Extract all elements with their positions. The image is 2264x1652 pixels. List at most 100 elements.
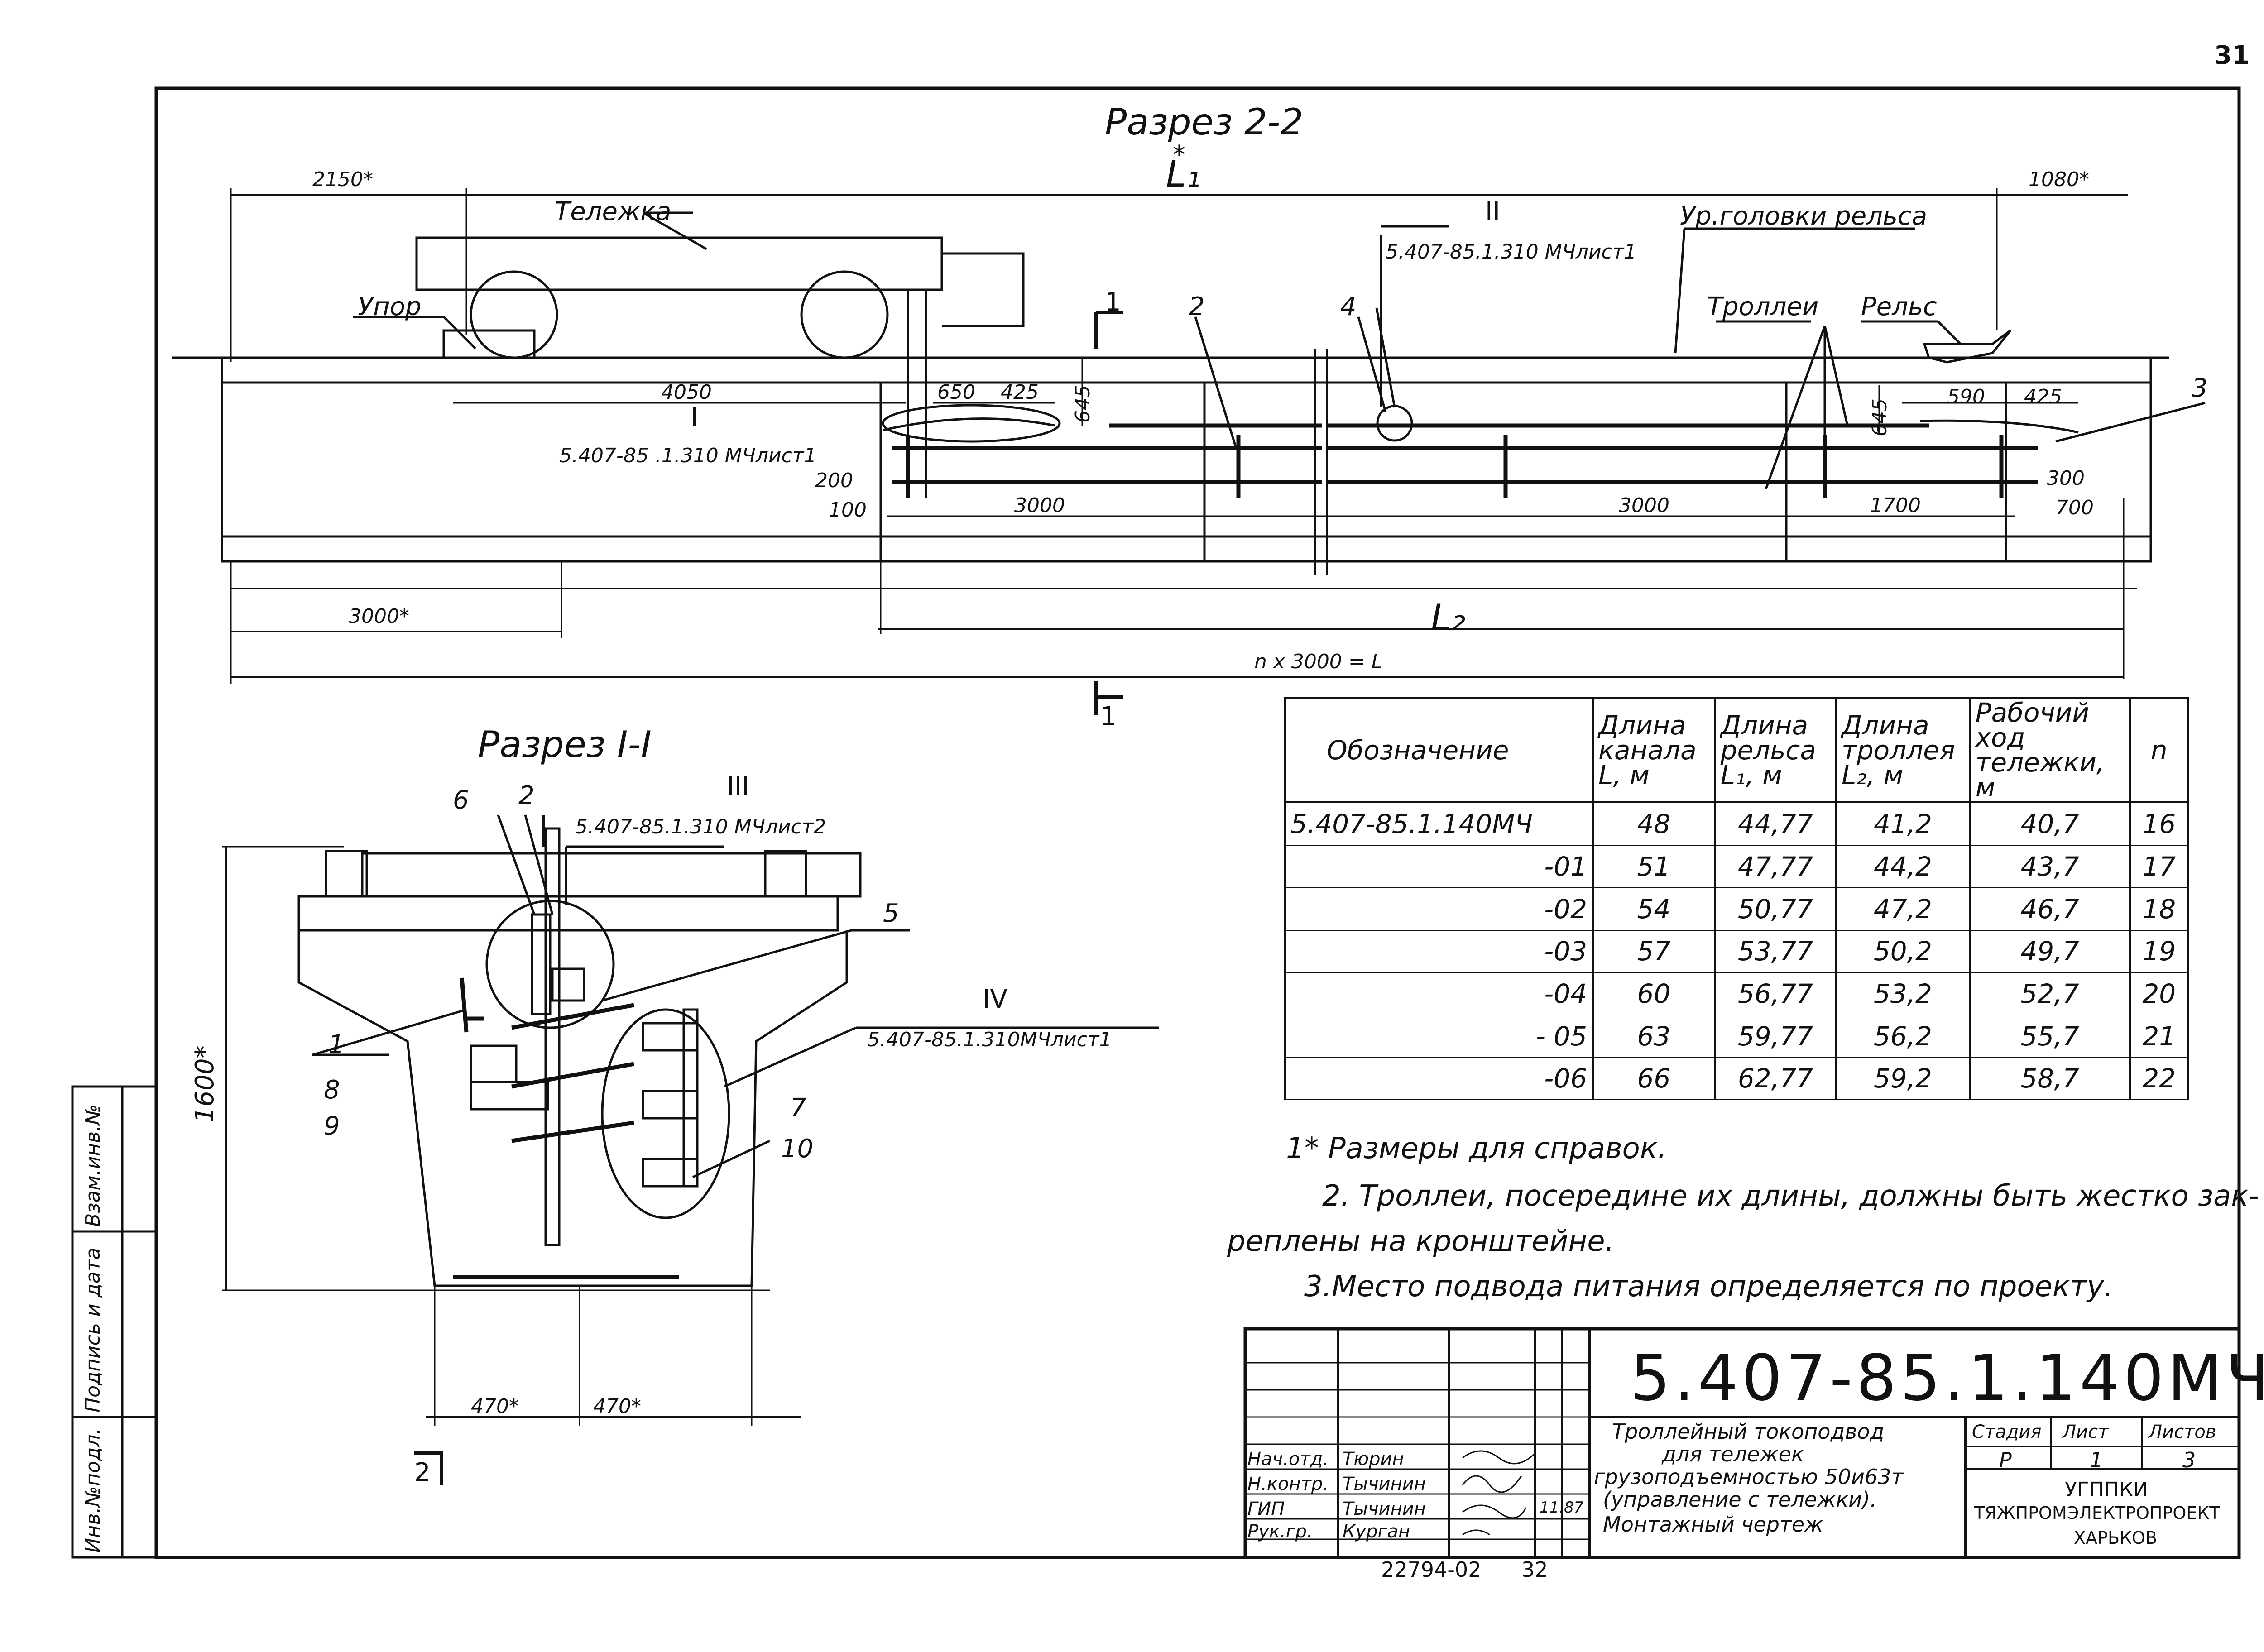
sheet-frame [154, 86, 2241, 1559]
dim-3000a: 3000 [1014, 494, 1065, 517]
dim-645b: 645 [1868, 398, 1891, 436]
cell-channel: 60 [1592, 972, 1716, 1015]
note-2: 2. Троллеи, посередине их длины, должны … [1322, 1179, 2259, 1213]
title-line-3: грузоподъемностью 50и63т [1594, 1465, 1904, 1489]
dim-425b: 425 [2024, 385, 2062, 408]
trolley-wheel-right [800, 270, 889, 359]
name-4: Курган [1343, 1521, 1410, 1542]
table-row: 5.407-85.1.140МЧ 48 44,77 41,2 40,7 16 [1284, 801, 2189, 846]
dim-100: 100 [829, 498, 867, 522]
name-3: Тычинин [1343, 1499, 1426, 1519]
th-rail-length: Длина рельса L₁, м [1713, 697, 1837, 804]
side-strip [71, 1085, 158, 1559]
table-row: -03 57 53,77 50,2 49,7 19 [1284, 929, 2189, 973]
ref-iv-num: IV [983, 985, 1007, 1014]
side-sign-label: Подпись и дата [82, 1247, 105, 1413]
table-row: -04 60 56,77 53,2 52,7 20 [1284, 972, 2189, 1015]
drawing-code: 5.407-85.1.140МЧ [1630, 1341, 2264, 1415]
title-line-1: Троллейный токоподвод [1612, 1419, 1885, 1444]
label-rail: Рельс [1861, 292, 1937, 321]
ref-ii: 5.407-85.1.310 МЧлист1 [1386, 240, 1637, 263]
cell-trolley: 44,2 [1835, 845, 1971, 888]
cell-trolley: 41,2 [1835, 801, 1971, 846]
cell-n: 20 [2129, 972, 2189, 1015]
role-1: Нач.отд. [1247, 1449, 1329, 1470]
pos-10: 10 [781, 1134, 814, 1164]
dim-left-bottom: 3000* [349, 605, 409, 628]
cell-rail: 62,77 [1713, 1057, 1837, 1100]
role-2: Н.контр. [1247, 1474, 1329, 1494]
cell-designation: - 05 [1284, 1014, 1594, 1058]
trolley-wheel-left [470, 270, 558, 359]
role-4: Рук.гр. [1247, 1521, 1313, 1542]
table-row: - 05 63 59,77 56,2 55,7 21 [1284, 1014, 2189, 1058]
cell-channel: 57 [1592, 929, 1716, 973]
cell-travel: 49,7 [1968, 929, 2131, 973]
org-line-3: ХАРЬКОВ [2074, 1528, 2157, 1548]
dim-left-top: 2150* [312, 168, 373, 191]
cell-n: 19 [2129, 929, 2189, 973]
cell-travel: 58,7 [1968, 1057, 2131, 1100]
pos-9: 9 [324, 1111, 340, 1141]
cell-channel: 66 [1592, 1057, 1716, 1100]
note-2-cont: реплены на кронштейне. [1227, 1225, 1614, 1258]
label-trolleys: Троллеи [1707, 292, 1819, 321]
pos-2-sec: 2 [518, 781, 535, 810]
org-line-2: ТЯЖПРОМЭЛЕКТРОПРОЕКТ [1974, 1503, 2220, 1523]
dim-425a: 425 [1001, 381, 1039, 404]
cell-trolley: 59,2 [1835, 1057, 1971, 1100]
cell-channel: 54 [1592, 887, 1716, 931]
th-trolley-length: Длина троллея L₂, м [1835, 697, 1971, 804]
label-trolley: Тележка [555, 197, 672, 226]
cut-1-top: 1 [1105, 287, 1121, 317]
dim-1700: 1700 [1870, 494, 1921, 517]
ref-i-num: I [691, 403, 698, 432]
th-working-travel: Рабочий ход тележки, м [1968, 697, 2131, 804]
ref-i: 5.407-85 .1.310 МЧлист1 [559, 444, 817, 467]
dim-470a: 470* [471, 1395, 519, 1418]
pos-3: 3 [2192, 373, 2208, 403]
dim-470b: 470* [593, 1395, 641, 1418]
cell-travel: 46,7 [1968, 887, 2131, 931]
sheets-header: Листов [2149, 1422, 2216, 1442]
slab-top [297, 895, 839, 932]
side-inv-label: Инв.№подл. [82, 1428, 105, 1553]
cell-trolley: 47,2 [1835, 887, 1971, 931]
archive-page: 32 [1521, 1557, 1548, 1582]
name-2: Тычинин [1343, 1474, 1426, 1494]
pos-7: 7 [790, 1093, 806, 1123]
channel-outline [221, 356, 2152, 563]
cell-designation: -01 [1284, 845, 1594, 888]
sheet-header: Лист [2063, 1422, 2109, 1442]
cell-channel: 48 [1592, 801, 1716, 846]
cell-trolley: 50,2 [1835, 929, 1971, 973]
cell-designation: -06 [1284, 1057, 1594, 1100]
role-3: ГИП [1247, 1499, 1285, 1519]
pos-4: 4 [1340, 292, 1357, 321]
th-n: n [2129, 697, 2189, 804]
ref-iii: 5.407-85.1.310 МЧлист2 [575, 815, 826, 838]
cell-designation: -02 [1284, 887, 1594, 931]
note-3: 3.Место подвода питания определяется по … [1304, 1270, 2113, 1303]
ref-ii-num: II [1485, 197, 1501, 226]
cell-trolley: 53,2 [1835, 972, 1971, 1015]
table-row: -06 66 62,77 59,2 58,7 22 [1284, 1057, 2189, 1100]
dim-650: 650 [937, 381, 975, 404]
dim-1600: 1600* [190, 1045, 220, 1123]
cell-travel: 40,7 [1968, 801, 2131, 846]
cell-n: 18 [2129, 887, 2189, 931]
label-rail-level: Ур.головки рельса [1680, 201, 1928, 231]
pos-6: 6 [453, 785, 469, 815]
stage-value: Р [1999, 1448, 2012, 1472]
cell-travel: 55,7 [1968, 1014, 2131, 1058]
dim-590: 590 [1947, 385, 1985, 408]
org-line-1: УГППКИ [2065, 1478, 2148, 1501]
th-designation: Обозначение [1284, 697, 1594, 804]
cell-channel: 63 [1592, 1014, 1716, 1058]
cell-rail: 56,77 [1713, 972, 1837, 1015]
title-line-2: для тележек [1662, 1442, 1804, 1466]
cell-trolley: 56,2 [1835, 1014, 1971, 1058]
l1-label: L₁ [1166, 153, 1201, 195]
dim-700: 700 [2056, 496, 2094, 519]
dim-4050: 4050 [661, 381, 712, 404]
